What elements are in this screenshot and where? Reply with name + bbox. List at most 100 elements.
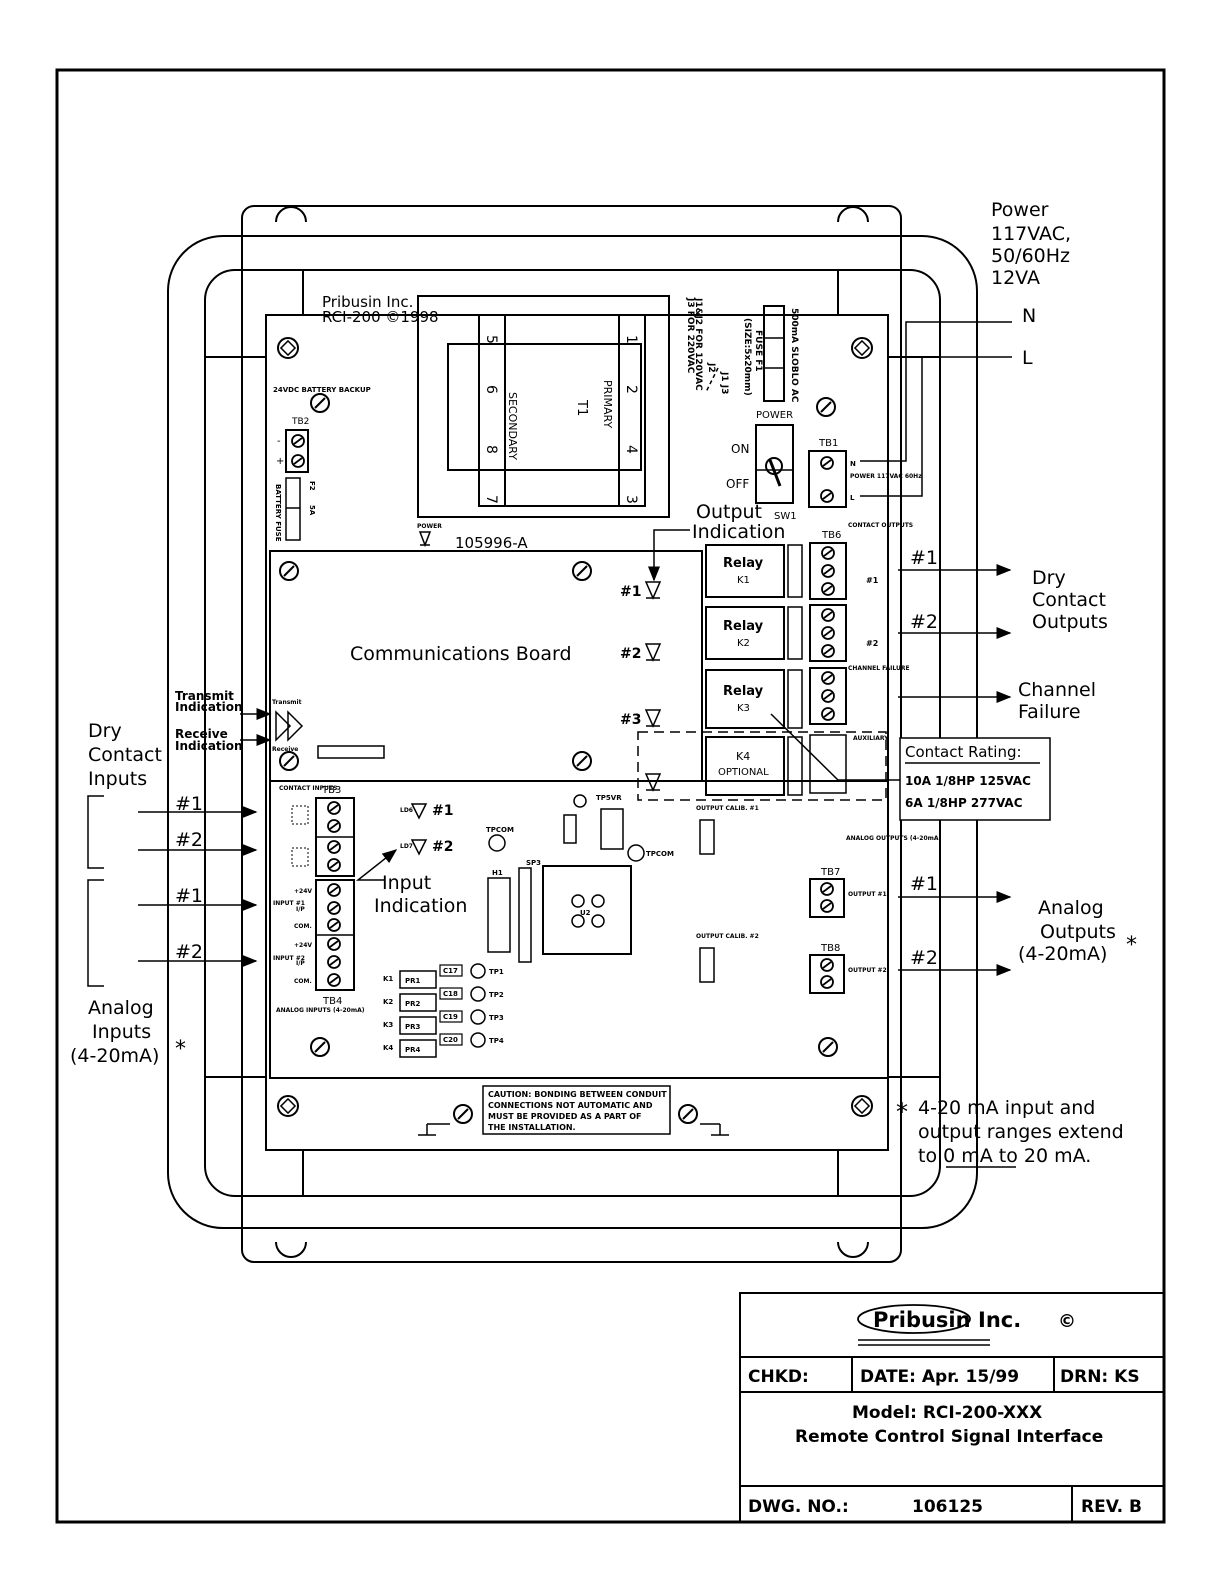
svg-text:CHKD:: CHKD: xyxy=(748,1367,809,1387)
svg-text:PR4: PR4 xyxy=(405,1046,421,1054)
svg-text:K3: K3 xyxy=(383,1021,393,1029)
svg-text:Analog: Analog xyxy=(88,997,154,1019)
range-note: * 4-20 mA input and output ranges extend… xyxy=(896,1097,1124,1168)
terminal-block-tb2: 24VDC BATTERY BACKUP TB2 - + F2 5A BATTE… xyxy=(273,386,371,542)
main-board: Pribusin Inc. RCI-200 ©1998 105996-A xyxy=(265,293,889,1151)
svg-text:to 0 mA to 20 mA.: to 0 mA to 20 mA. xyxy=(918,1145,1091,1167)
svg-text:5A: 5A xyxy=(308,505,316,516)
svg-text:12VA: 12VA xyxy=(991,267,1040,289)
svg-text:L: L xyxy=(1022,347,1033,369)
svg-text:LD6: LD6 xyxy=(400,807,413,814)
svg-text:CONTACT OUTPUTS: CONTACT OUTPUTS xyxy=(848,522,913,529)
svg-text:#2: #2 xyxy=(432,839,453,855)
svg-text:C20: C20 xyxy=(443,1036,458,1044)
svg-text:OUTPUT #1: OUTPUT #1 xyxy=(848,891,887,898)
svg-text:#2: #2 xyxy=(175,829,203,851)
analog-output-section: OUTPUT CALIB. #1 OUTPUT CALIB. #2 ANALOG… xyxy=(696,805,942,994)
svg-text:TP3: TP3 xyxy=(489,1014,504,1022)
calibration-pots: K1 PR1 C17 TP1 K2 PR2 C18 TP2 K3 PR3 C19… xyxy=(383,963,504,1058)
primary-label: PRIMARY xyxy=(601,380,614,428)
svg-text:#2: #2 xyxy=(866,639,878,648)
svg-text:F2: F2 xyxy=(308,481,316,491)
svg-text:(SIZE:5x20mm): (SIZE:5x20mm) xyxy=(742,318,752,396)
svg-text:FUSE F1: FUSE F1 xyxy=(753,330,763,372)
svg-text:OFF: OFF xyxy=(726,477,749,491)
svg-text:Input: Input xyxy=(382,872,431,894)
svg-text:CONTACT INPUTS: CONTACT INPUTS xyxy=(279,785,337,792)
svg-text:MUST BE PROVIDED AS A PART OF: MUST BE PROVIDED AS A PART OF xyxy=(488,1112,641,1121)
svg-text:TB8: TB8 xyxy=(820,943,840,954)
svg-text:(4-20mA): (4-20mA) xyxy=(70,1045,159,1067)
svg-text:+24V: +24V xyxy=(294,888,312,895)
svg-text:DWG. NO.:: DWG. NO.: xyxy=(748,1497,849,1517)
terminal-block-tb4: +24V I/P COM. +24V I/P COM. INPUT #1 INP… xyxy=(273,879,365,1014)
svg-text:4: 4 xyxy=(623,445,639,454)
svg-text:POWER: POWER xyxy=(756,410,793,421)
drawing-border xyxy=(55,68,1166,1524)
svg-text:K1: K1 xyxy=(737,575,750,586)
svg-text:SW1: SW1 xyxy=(774,511,797,522)
svg-text:Indication: Indication xyxy=(175,700,243,714)
svg-text:OUTPUT CALIB. #1: OUTPUT CALIB. #1 xyxy=(696,805,759,812)
svg-text:Relay: Relay xyxy=(723,684,764,699)
svg-text:COM.: COM. xyxy=(294,923,312,930)
svg-text:Model: RCI-200-XXX: Model: RCI-200-XXX xyxy=(852,1403,1042,1423)
svg-text:+24V: +24V xyxy=(294,942,312,949)
svg-text:TP4: TP4 xyxy=(489,1037,504,1045)
svg-text:Analog: Analog xyxy=(1038,897,1104,919)
svg-text:PR1: PR1 xyxy=(405,977,421,985)
svg-text:output ranges extend: output ranges extend xyxy=(918,1121,1124,1143)
svg-text:Dry: Dry xyxy=(1032,567,1066,589)
svg-text:K4: K4 xyxy=(383,1044,393,1052)
svg-text:©: © xyxy=(1058,1311,1076,1332)
power-label: Power 117VAC, 50/60Hz 12VA N L xyxy=(991,199,1071,369)
svg-text:TB4: TB4 xyxy=(322,996,342,1007)
svg-text:N: N xyxy=(850,460,856,468)
svg-text:Contact Rating:: Contact Rating: xyxy=(905,743,1022,761)
svg-text:OUTPUT CALIB. #2: OUTPUT CALIB. #2 xyxy=(696,933,759,940)
svg-text:-: - xyxy=(277,436,281,447)
svg-text:TB6: TB6 xyxy=(821,530,841,541)
svg-text:POWER 117VAC 60Hz: POWER 117VAC 60Hz xyxy=(850,473,922,480)
svg-text:500mA SLOBLO AC: 500mA SLOBLO AC xyxy=(789,308,799,403)
svg-text:Receive: Receive xyxy=(175,727,228,741)
svg-text:TB7: TB7 xyxy=(820,867,840,878)
svg-text:ANALOG INPUTS (4-20mA): ANALOG INPUTS (4-20mA) xyxy=(276,1007,365,1014)
svg-text:+: + xyxy=(276,456,284,467)
svg-text:ANALOG OUTPUTS (4-20mA): ANALOG OUTPUTS (4-20mA) xyxy=(846,835,942,842)
jumper-label-2: J3 FOR 220VAC xyxy=(685,297,695,374)
board-maker: Pribusin Inc. xyxy=(322,293,413,311)
svg-text:Inputs: Inputs xyxy=(88,768,147,790)
power-led-label: POWER xyxy=(417,523,442,530)
svg-text:Contact: Contact xyxy=(1032,589,1106,611)
svg-text:(4-20mA): (4-20mA) xyxy=(1018,943,1107,965)
svg-text:PR3: PR3 xyxy=(405,1023,421,1031)
svg-text:#1: #1 xyxy=(620,584,641,600)
svg-text:ON: ON xyxy=(731,442,749,456)
svg-text:CAUTION: BONDING BETWEEN CONDU: CAUTION: BONDING BETWEEN CONDUIT xyxy=(488,1090,667,1099)
svg-text:K3: K3 xyxy=(737,703,750,714)
svg-text:DATE: Apr. 15/99: DATE: Apr. 15/99 xyxy=(860,1367,1019,1387)
svg-text:K1: K1 xyxy=(383,975,393,983)
svg-text:Receive: Receive xyxy=(272,746,298,753)
svg-text:TP5VR: TP5VR xyxy=(596,794,622,802)
svg-text:K4: K4 xyxy=(736,750,750,763)
svg-text:CONNECTIONS NOT AUTOMATIC AND: CONNECTIONS NOT AUTOMATIC AND xyxy=(488,1101,653,1110)
power-wiring xyxy=(860,321,1012,497)
svg-text:L: L xyxy=(850,494,855,502)
power-switch-sw1[interactable]: POWER ON OFF SW1 xyxy=(726,410,797,522)
svg-text:#2: #2 xyxy=(175,941,203,963)
comms-title: Communications Board xyxy=(350,643,572,665)
svg-text:TB3: TB3 xyxy=(321,785,341,796)
svg-text:LD7: LD7 xyxy=(400,843,413,850)
svg-text:2: 2 xyxy=(623,385,639,394)
svg-text:I/P: I/P xyxy=(296,906,305,913)
svg-text:24VDC BATTERY BACKUP: 24VDC BATTERY BACKUP xyxy=(273,386,371,394)
contact-rating-box: Contact Rating: 10A 1/8HP 125VAC 6A 1/8H… xyxy=(899,737,1051,821)
svg-text:#2: #2 xyxy=(620,646,641,662)
svg-text:Dry: Dry xyxy=(88,720,122,742)
svg-text:#1: #1 xyxy=(866,576,879,585)
svg-text:Indication: Indication xyxy=(175,739,243,753)
t1-label: T1 xyxy=(574,399,589,416)
